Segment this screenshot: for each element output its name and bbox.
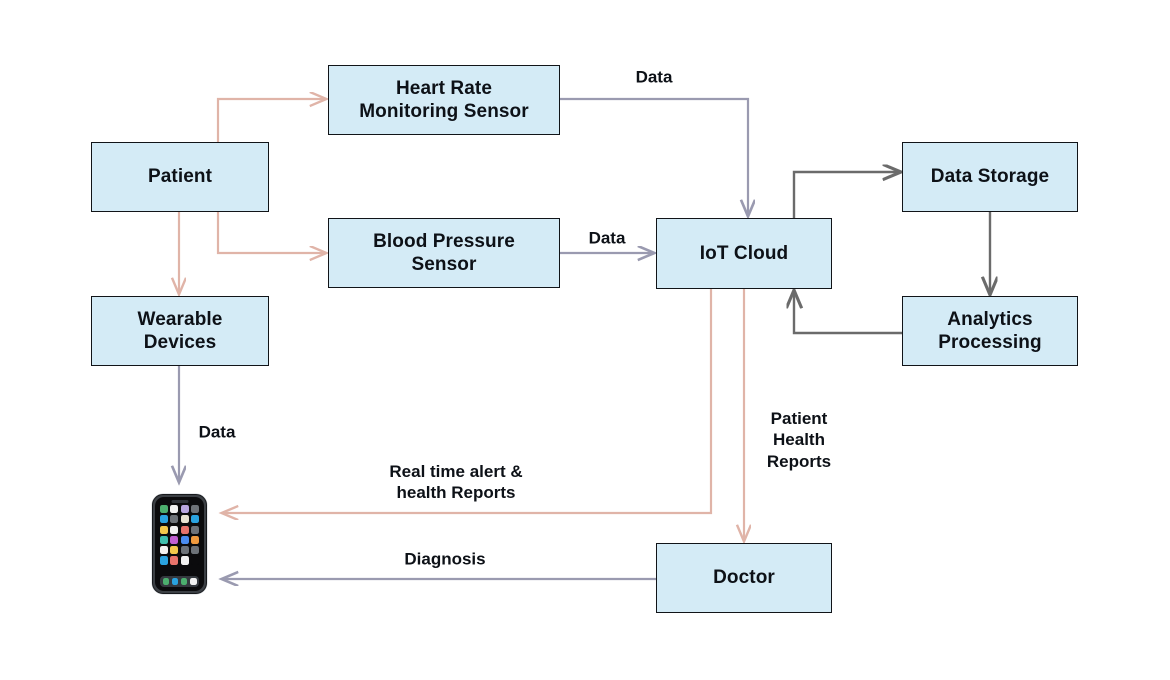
phone-dock-icon: [162, 578, 170, 585]
phone-app-icon: [180, 556, 189, 565]
phone-app-grid: [160, 505, 199, 565]
edge-label-real-time-alert: Real time alert & health Reports: [389, 461, 523, 502]
phone-app-icon: [160, 515, 169, 524]
edge-iot-cloud-to-phone: [222, 289, 713, 513]
phone-app-icon: [170, 535, 179, 544]
phone-app-icon: [170, 556, 179, 565]
phone-dock-icon: [171, 578, 179, 585]
node-heart-rate-monitoring-sensor[interactable]: Heart Rate Monitoring Sensor: [328, 65, 560, 135]
edge-patient-to-blood-pressure: [216, 212, 326, 253]
edge-label-patient-health-reports: Patient Health Reports: [766, 409, 832, 471]
phone-app-icon: [190, 505, 199, 514]
phone-app-icon: [160, 505, 169, 514]
node-iot-cloud[interactable]: IoT Cloud: [656, 218, 832, 289]
edge-iot-cloud-to-data-storage: [792, 172, 900, 218]
phone-dock: [160, 576, 199, 587]
node-patient[interactable]: Patient: [91, 142, 269, 212]
phone-notch: [171, 500, 188, 503]
edge-label-diagnosis: Diagnosis: [404, 549, 486, 569]
phone-app-icon: [190, 556, 199, 565]
edge-analytics-to-iot-cloud: [794, 291, 902, 335]
phone-app-icon: [160, 525, 169, 534]
phone-app-icon: [160, 535, 169, 544]
phone-app-icon: [180, 546, 189, 555]
edge-label-data-blood-pressure: Data: [588, 228, 626, 248]
phone-app-icon: [170, 515, 179, 524]
node-wearable-devices[interactable]: Wearable Devices: [91, 296, 269, 366]
node-doctor[interactable]: Doctor: [656, 543, 832, 613]
phone-app-icon: [170, 505, 179, 514]
phone-dock-icon: [180, 578, 188, 585]
edge-patient-to-heart-rate: [216, 99, 326, 142]
smartphone-icon[interactable]: [152, 494, 207, 594]
edge-label-data-wearable: Data: [198, 422, 236, 442]
node-data-storage[interactable]: Data Storage: [902, 142, 1078, 212]
phone-app-icon: [180, 535, 189, 544]
phone-screen: [155, 497, 204, 591]
phone-app-icon: [190, 535, 199, 544]
phone-app-icon: [160, 556, 169, 565]
phone-app-icon: [180, 505, 189, 514]
phone-app-icon: [180, 525, 189, 534]
phone-app-icon: [160, 546, 169, 555]
phone-app-icon: [180, 515, 189, 524]
node-analytics-processing[interactable]: Analytics Processing: [902, 296, 1078, 366]
edge-heart-rate-to-iot-cloud: [560, 97, 748, 216]
edge-label-data-heart-rate: Data: [635, 67, 673, 87]
phone-app-icon: [190, 546, 199, 555]
phone-app-icon: [170, 525, 179, 534]
phone-app-icon: [190, 525, 199, 534]
phone-app-icon: [170, 546, 179, 555]
phone-app-icon: [190, 515, 199, 524]
node-blood-pressure-sensor[interactable]: Blood Pressure Sensor: [328, 218, 560, 288]
phone-dock-icon: [189, 578, 197, 585]
